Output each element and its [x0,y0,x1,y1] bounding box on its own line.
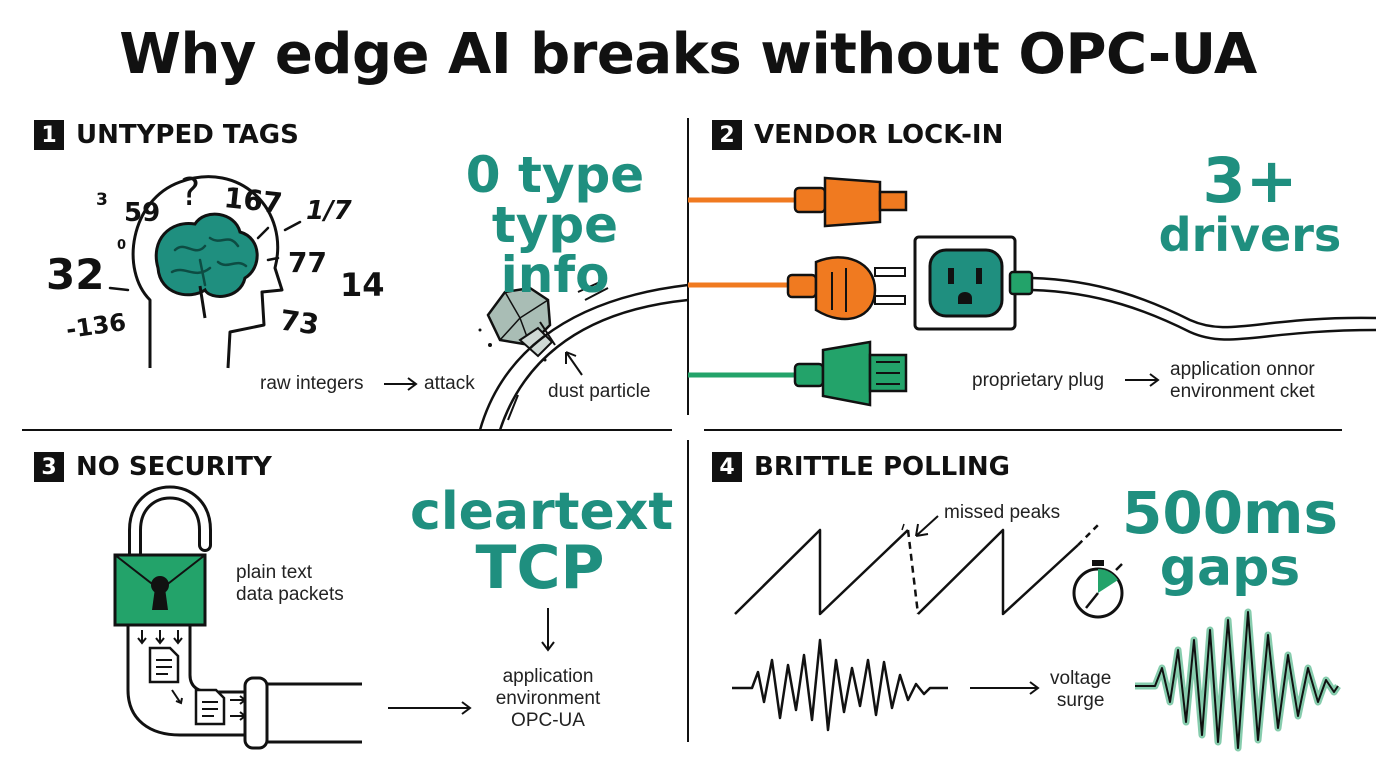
arrow-missed-peaks [915,515,939,537]
tag-value: 77 [288,246,327,279]
note-application-socket: application onnor environment cket [1170,359,1315,403]
section-2-stat-line2: drivers [1158,208,1342,262]
note-plain-text-line2: data packets [236,583,344,605]
note-opcua-target-line1: application [502,666,594,687]
green-plug-bottom [688,340,908,407]
section-2-stat: 3+ drivers [1145,144,1355,262]
tag-value: ? [180,170,201,214]
tag-value: 3 [96,190,108,210]
cable-section-1 [478,281,689,431]
section-3-stat: cleartext TCP [410,482,674,603]
section-3-title: NO SECURITY [76,452,272,482]
orange-plug-top [688,176,908,228]
tag-tick-marks [108,220,302,292]
section-4-stat: 500ms gaps [1105,484,1355,594]
section-1-header: 1 UNTYPED TAGS [34,120,299,150]
tag-value: 73 [277,303,322,342]
tag-value: 167 [222,181,285,220]
section-4-number: 4 [712,452,742,482]
padlock-icon [113,485,212,627]
outlet-icon [913,235,1034,331]
note-voltage-surge: voltage surge [1050,668,1111,712]
pipe-icon [126,625,362,750]
noise-wave-icon [732,638,948,732]
tag-value: 1/7 [306,196,352,226]
note-raw-integers: raw integers [260,373,364,394]
section-2-header: 2 VENDOR LOCK-IN [712,120,1003,150]
packet-arrows [137,608,555,721]
surge-wave-icon [1135,608,1341,752]
section-1-number: 1 [34,120,64,150]
arrow-proprietary [1125,373,1160,387]
section-1-title: UNTYPED TAGS [76,120,299,150]
note-opcua-target-line3: OPC-UA [511,709,585,731]
page-title: Why edge AI breaks without OPC-UA [119,22,1257,87]
note-plain-text-line1: plain text [236,562,313,583]
section-2-title: VENDOR LOCK-IN [754,120,1004,150]
section-1-stat: 0 type type info [440,150,670,300]
arrow-raw-integers [384,377,418,391]
note-application-socket-line1: application onnor [1170,359,1315,380]
section-3-number: 3 [34,452,64,482]
note-opcua-target: application environment OPC-UA [478,666,618,732]
section-2-stat-line1: 3+ [1202,144,1298,217]
section-2-number: 2 [712,120,742,150]
arrow-voltage [970,681,1040,695]
note-missed-peaks: missed peaks [944,502,1061,523]
tag-value: 32 [46,250,105,299]
cable-section-2 [1031,276,1376,341]
section-4-title: BRITTLE POLLING [754,452,1011,482]
section-1-stat-line1: 0 type [465,146,645,204]
note-application-socket-line2: environment cket [1170,380,1315,402]
tag-value: 0 [117,238,127,253]
section-3-header: 3 NO SECURITY [34,452,272,482]
section-1-stat-line2: type info [491,196,619,304]
sawtooth-wave-icon [734,523,1099,616]
note-dust-particle: dust particle [548,381,651,402]
note-plain-text-packets: plain text data packets [236,562,344,606]
note-proprietary-plug: proprietary plug [972,370,1105,391]
tag-value: 59 [124,198,161,228]
arrow-dust [565,351,583,376]
document-icon-2 [194,688,226,726]
section-3-stat-line2: TCP [475,533,605,603]
note-voltage-surge-line1: voltage [1050,668,1112,689]
note-attack: attack [424,373,475,394]
section-4-stat-line1: 500ms [1121,479,1339,547]
section-4-header: 4 BRITTLE POLLING [712,452,1010,482]
section-3-stat-line1: cleartext [410,482,674,542]
section-4-stat-line2: gaps [1159,538,1301,598]
note-opcua-target-line2: environment [495,687,601,709]
stopwatch-icon [1072,560,1124,619]
document-icon-1 [148,646,180,684]
note-voltage-surge-line2: surge [1056,689,1105,711]
brain-head-icon [131,175,284,369]
tag-value: 14 [340,266,385,304]
orange-plug-middle [688,256,906,321]
